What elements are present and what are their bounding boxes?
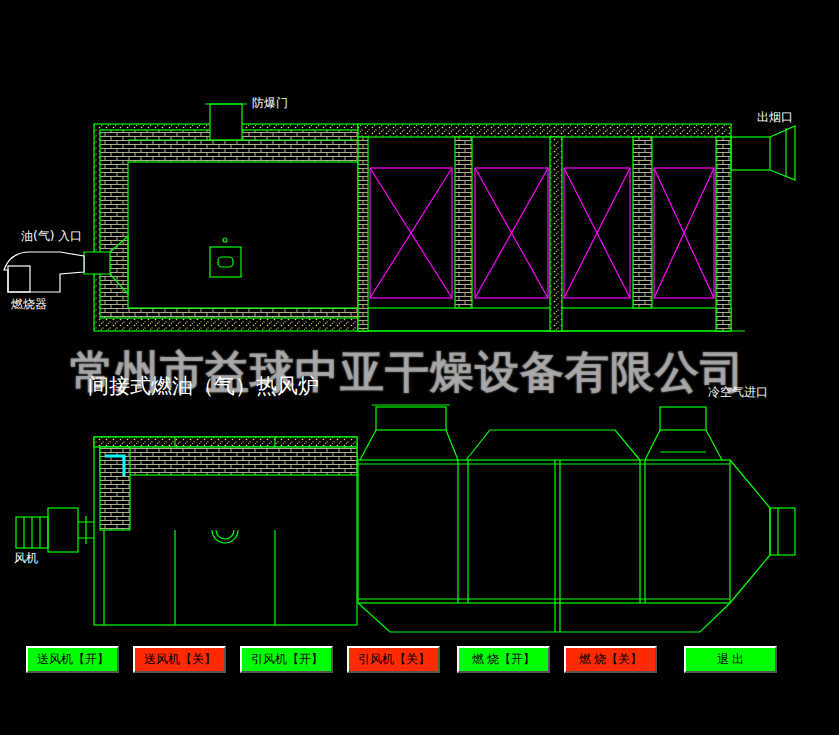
part-label: 防爆门 (252, 96, 288, 110)
control-button: 燃 烧【开】 (457, 646, 550, 673)
part-label: 出烟口 (757, 110, 793, 124)
button-label: 退 出 (717, 651, 745, 668)
control-button: 送风机【开】 (26, 646, 119, 673)
part-label: 冷空气进口 (708, 385, 768, 399)
part-label: 油(气) 入口 (21, 229, 82, 243)
part-label: 风机 (14, 551, 38, 565)
button-label: 燃 烧【关】 (579, 651, 643, 668)
button-label: 引风机【开】 (251, 651, 323, 668)
button-label: 送风机【开】 (37, 651, 109, 668)
diagram-title: 间接式燃油（气）热风炉 (88, 372, 319, 400)
control-button: 引风机【开】 (240, 646, 333, 673)
control-button: 退 出 (684, 646, 777, 673)
button-label: 引风机【关】 (358, 651, 430, 668)
control-button: 燃 烧【关】 (564, 646, 657, 673)
part-label: 燃烧器 (11, 297, 47, 311)
control-button: 送风机【关】 (133, 646, 226, 673)
button-label: 燃 烧【开】 (472, 651, 536, 668)
button-label: 送风机【关】 (144, 651, 216, 668)
control-button: 引风机【关】 (347, 646, 440, 673)
